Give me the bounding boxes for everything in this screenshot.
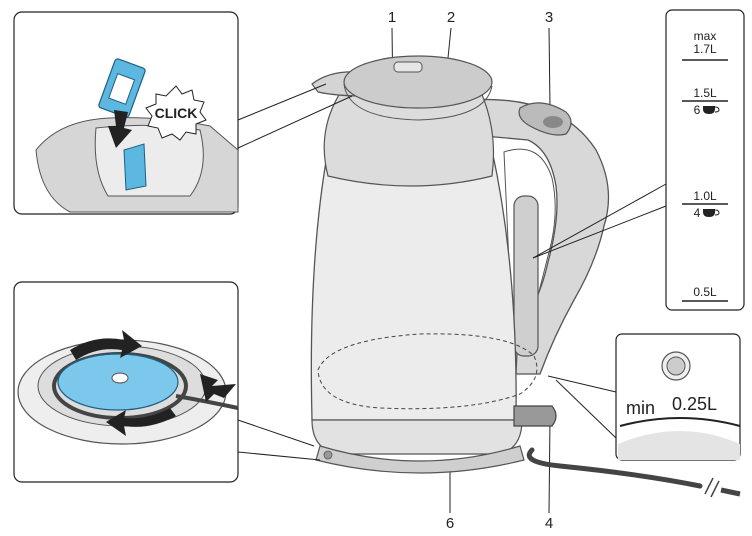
filter — [98, 58, 146, 118]
scale-max-word: max — [694, 29, 717, 43]
scale-mark-1-volume: 1.5L — [693, 86, 717, 100]
kettle — [310, 55, 741, 498]
scale-mark-2-volume: 1.0L — [693, 189, 717, 203]
rotate-arrow-icon — [70, 330, 142, 360]
cup-icon — [703, 209, 720, 217]
min-line — [619, 417, 741, 427]
scale-max-value: 1.7L — [693, 42, 717, 56]
callout-3: 3 — [545, 9, 553, 26]
min-word: min — [626, 398, 655, 418]
kettle-lid — [343, 55, 493, 109]
power-cord — [526, 447, 703, 489]
scale-mark-2-cups: 4 — [694, 206, 701, 220]
callout-2: 2 — [447, 9, 455, 26]
base-inset — [13, 281, 321, 483]
on-off-switch — [513, 405, 557, 427]
glass-body — [310, 149, 517, 421]
filter-inset: CLICK — [13, 11, 353, 215]
lid-release-button — [518, 102, 572, 136]
min-value: 0.25L — [672, 394, 717, 414]
callout-1: 1 — [388, 9, 396, 26]
kettle-handle — [467, 98, 610, 375]
callout-6: 6 — [446, 515, 454, 532]
water-scale-inset: max 1.7L 1.5L 6 1.0L 4 0.5L — [532, 9, 745, 311]
cable-break-icon — [704, 477, 714, 495]
water-level-window — [513, 195, 539, 357]
kettle-bottom — [311, 419, 523, 455]
down-arrow-icon — [108, 110, 132, 148]
minimum-fill-line — [317, 333, 538, 410]
filter-seated — [123, 143, 147, 191]
base-station — [315, 445, 525, 474]
cup-icon — [703, 106, 720, 114]
scale-mark-3-volume: 0.5L — [693, 285, 717, 299]
min-marker-inset: min 0.25L — [547, 333, 741, 461]
scale-mark-1-cups: 6 — [694, 103, 701, 117]
click-label: CLICK — [155, 105, 198, 121]
click-burst — [145, 85, 207, 141]
callout-4: 4 — [545, 515, 553, 532]
